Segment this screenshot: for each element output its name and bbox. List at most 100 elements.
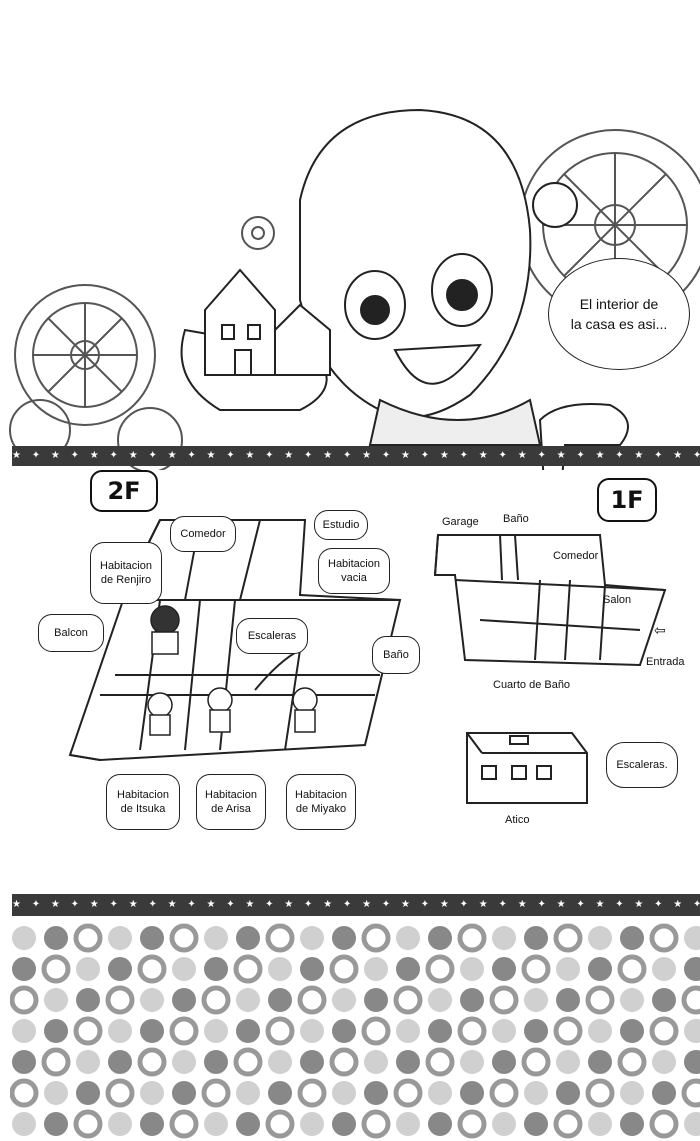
pattern-dot [649, 1109, 679, 1139]
pattern-dot [236, 1112, 260, 1136]
pattern-dot [588, 1019, 612, 1043]
pattern-dot [681, 985, 700, 1015]
pattern-dot [652, 957, 676, 981]
pattern-dot [652, 1050, 676, 1074]
pattern-dot [652, 1081, 676, 1105]
pattern-dot [492, 1112, 516, 1136]
label-comedor-2f: Comedor [170, 516, 236, 552]
pattern-dot [108, 1019, 132, 1043]
pattern-dot [460, 1081, 484, 1105]
label-text: de Miyako [295, 803, 347, 815]
label-text: de Itsuka [120, 803, 166, 815]
character-miyako [292, 687, 318, 733]
pattern-dot [393, 985, 423, 1015]
pattern-dot [297, 1078, 327, 1108]
pattern-dot [140, 1019, 164, 1043]
attic-drawing [466, 732, 588, 804]
pattern-dot [585, 985, 615, 1015]
pattern-dot [617, 954, 647, 984]
pattern-dot [73, 1109, 103, 1139]
pattern-dot [204, 1019, 228, 1043]
label-cuarto-bano: Cuarto de Baño [493, 679, 571, 691]
pattern-dot [524, 988, 548, 1012]
arrow-icon: ⇦ [654, 622, 666, 638]
label-text: Habitacion [295, 789, 347, 801]
label-habitacion-miyako: Habitacion de Miyako [286, 774, 356, 830]
speech-bubble: El interior de la casa es asi... [548, 258, 690, 370]
pattern-dot [492, 1019, 516, 1043]
pattern-dot [44, 1019, 68, 1043]
pattern-dot [361, 1109, 391, 1139]
character-itsuka [147, 692, 173, 736]
pattern-dot [332, 1081, 356, 1105]
pattern-dot [12, 1050, 36, 1074]
pattern-dot [361, 1016, 391, 1046]
girl-character [299, 108, 578, 446]
pattern-dot [489, 1078, 519, 1108]
pattern-dot [684, 926, 700, 950]
pattern-dot [684, 1112, 700, 1136]
pattern-dot [108, 1112, 132, 1136]
pattern-dot [588, 957, 612, 981]
pattern-dot [73, 923, 103, 953]
pattern-dot [457, 1016, 487, 1046]
pattern-dot [140, 1112, 164, 1136]
pattern-dot [329, 1047, 359, 1077]
pattern-dot [169, 1109, 199, 1139]
pattern-dot [12, 957, 36, 981]
pattern-dot [492, 957, 516, 981]
pattern-dot [140, 1081, 164, 1105]
pattern-dot [620, 1112, 644, 1136]
pattern-dot [460, 988, 484, 1012]
label-balcon: Balcon [38, 614, 104, 652]
pattern-dot [12, 1019, 36, 1043]
pattern-dot [169, 1016, 199, 1046]
pattern-dot [620, 1019, 644, 1043]
label-habitacion-renjiro: Habitacion de Renjiro [90, 542, 162, 604]
pattern-dot [492, 926, 516, 950]
pattern-dot [393, 1078, 423, 1108]
pattern-dot [620, 988, 644, 1012]
label-bano-2f: Baño [372, 636, 420, 674]
pattern-dot [620, 1081, 644, 1105]
pattern-dot [364, 1081, 388, 1105]
pattern-dot [201, 985, 231, 1015]
pattern-dot [364, 957, 388, 981]
pattern-dot [297, 985, 327, 1015]
pattern-dot [268, 1050, 292, 1074]
pattern-dot [428, 926, 452, 950]
pattern-dot [332, 1112, 356, 1136]
label-habitacion-itsuka: Habitacion de Itsuka [106, 774, 180, 830]
pattern-dot [556, 988, 580, 1012]
pattern-dot [521, 954, 551, 984]
pattern-dot [681, 1078, 700, 1108]
pattern-dot [233, 954, 263, 984]
pattern-dot [140, 988, 164, 1012]
pattern-dot [460, 1050, 484, 1074]
character-renjiro [150, 605, 180, 655]
pattern-dot [300, 1112, 324, 1136]
speech-line-2: la casa es asi... [570, 316, 668, 332]
pattern-dot [201, 1078, 231, 1108]
label-text: Habitacion [117, 789, 169, 801]
pattern-dot [617, 1047, 647, 1077]
pattern-dot [396, 1019, 420, 1043]
pattern-dot [521, 1047, 551, 1077]
pattern-dot [105, 985, 135, 1015]
pattern-dot [460, 957, 484, 981]
pattern-dot [492, 1050, 516, 1074]
pattern-dot [684, 1050, 700, 1074]
pattern-dot [108, 957, 132, 981]
star-band-top: ★ ✦ ★ ✦ ★ ✦ ★ ✦ ★ ✦ ★ ✦ ★ ✦ ★ ✦ ★ ✦ ★ ✦ … [12, 446, 700, 466]
pattern-dot [364, 988, 388, 1012]
pattern-dot [10, 1078, 39, 1108]
pattern-dot [76, 1081, 100, 1105]
pattern-dot [425, 954, 455, 984]
pattern-dot [588, 1050, 612, 1074]
pattern-dot [172, 1081, 196, 1105]
pattern-dot [457, 923, 487, 953]
label-escaleras-1f: Escaleras. [606, 742, 678, 788]
pattern-dot [684, 1019, 700, 1043]
pattern-dot [172, 988, 196, 1012]
star-band-bottom: ★ ✦ ★ ✦ ★ ✦ ★ ✦ ★ ✦ ★ ✦ ★ ✦ ★ ✦ ★ ✦ ★ ✦ … [12, 894, 700, 916]
